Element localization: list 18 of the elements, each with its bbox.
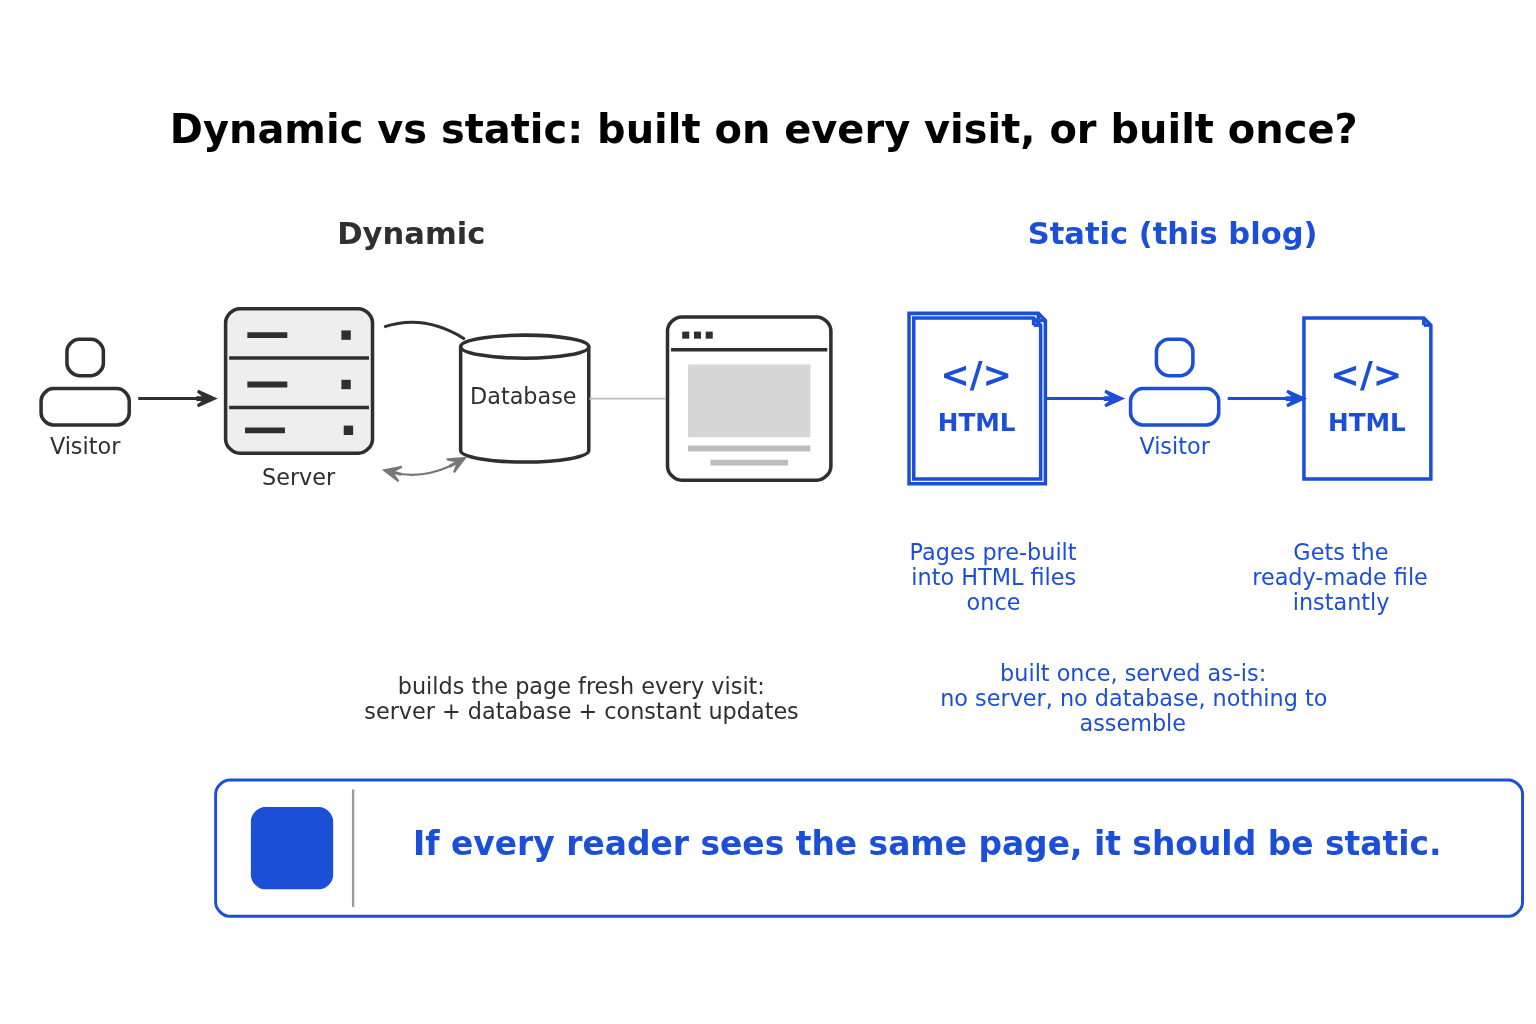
node-box: If every reader sees the same page, it should be static. — [214, 778, 1524, 918]
label: builds the page fresh every visit: server + database + constant updates — [364, 672, 799, 724]
node-label: Visitor — [1139, 433, 1210, 460]
label: built once, served as-is: no server, no database, nothing to assemble — [940, 660, 1328, 736]
node-label: Gets the ready-made file instantly — [1252, 539, 1428, 615]
diagram-title: Dynamic vs static: built on every visit, or built once? — [169, 106, 1358, 153]
node-label: Visitor — [49, 433, 121, 460]
arrow — [383, 456, 466, 483]
label: Dynamic — [337, 215, 486, 251]
arrow — [1045, 389, 1124, 408]
connector — [383, 320, 466, 341]
node-picture — [665, 315, 833, 483]
connector — [588, 397, 667, 400]
node-label: Server — [262, 463, 336, 490]
arrow — [138, 389, 216, 408]
label: Static (this blog) — [1027, 215, 1318, 251]
arrow — [1227, 389, 1306, 408]
node-label: Pages pre-built into HTML files once — [909, 539, 1077, 615]
